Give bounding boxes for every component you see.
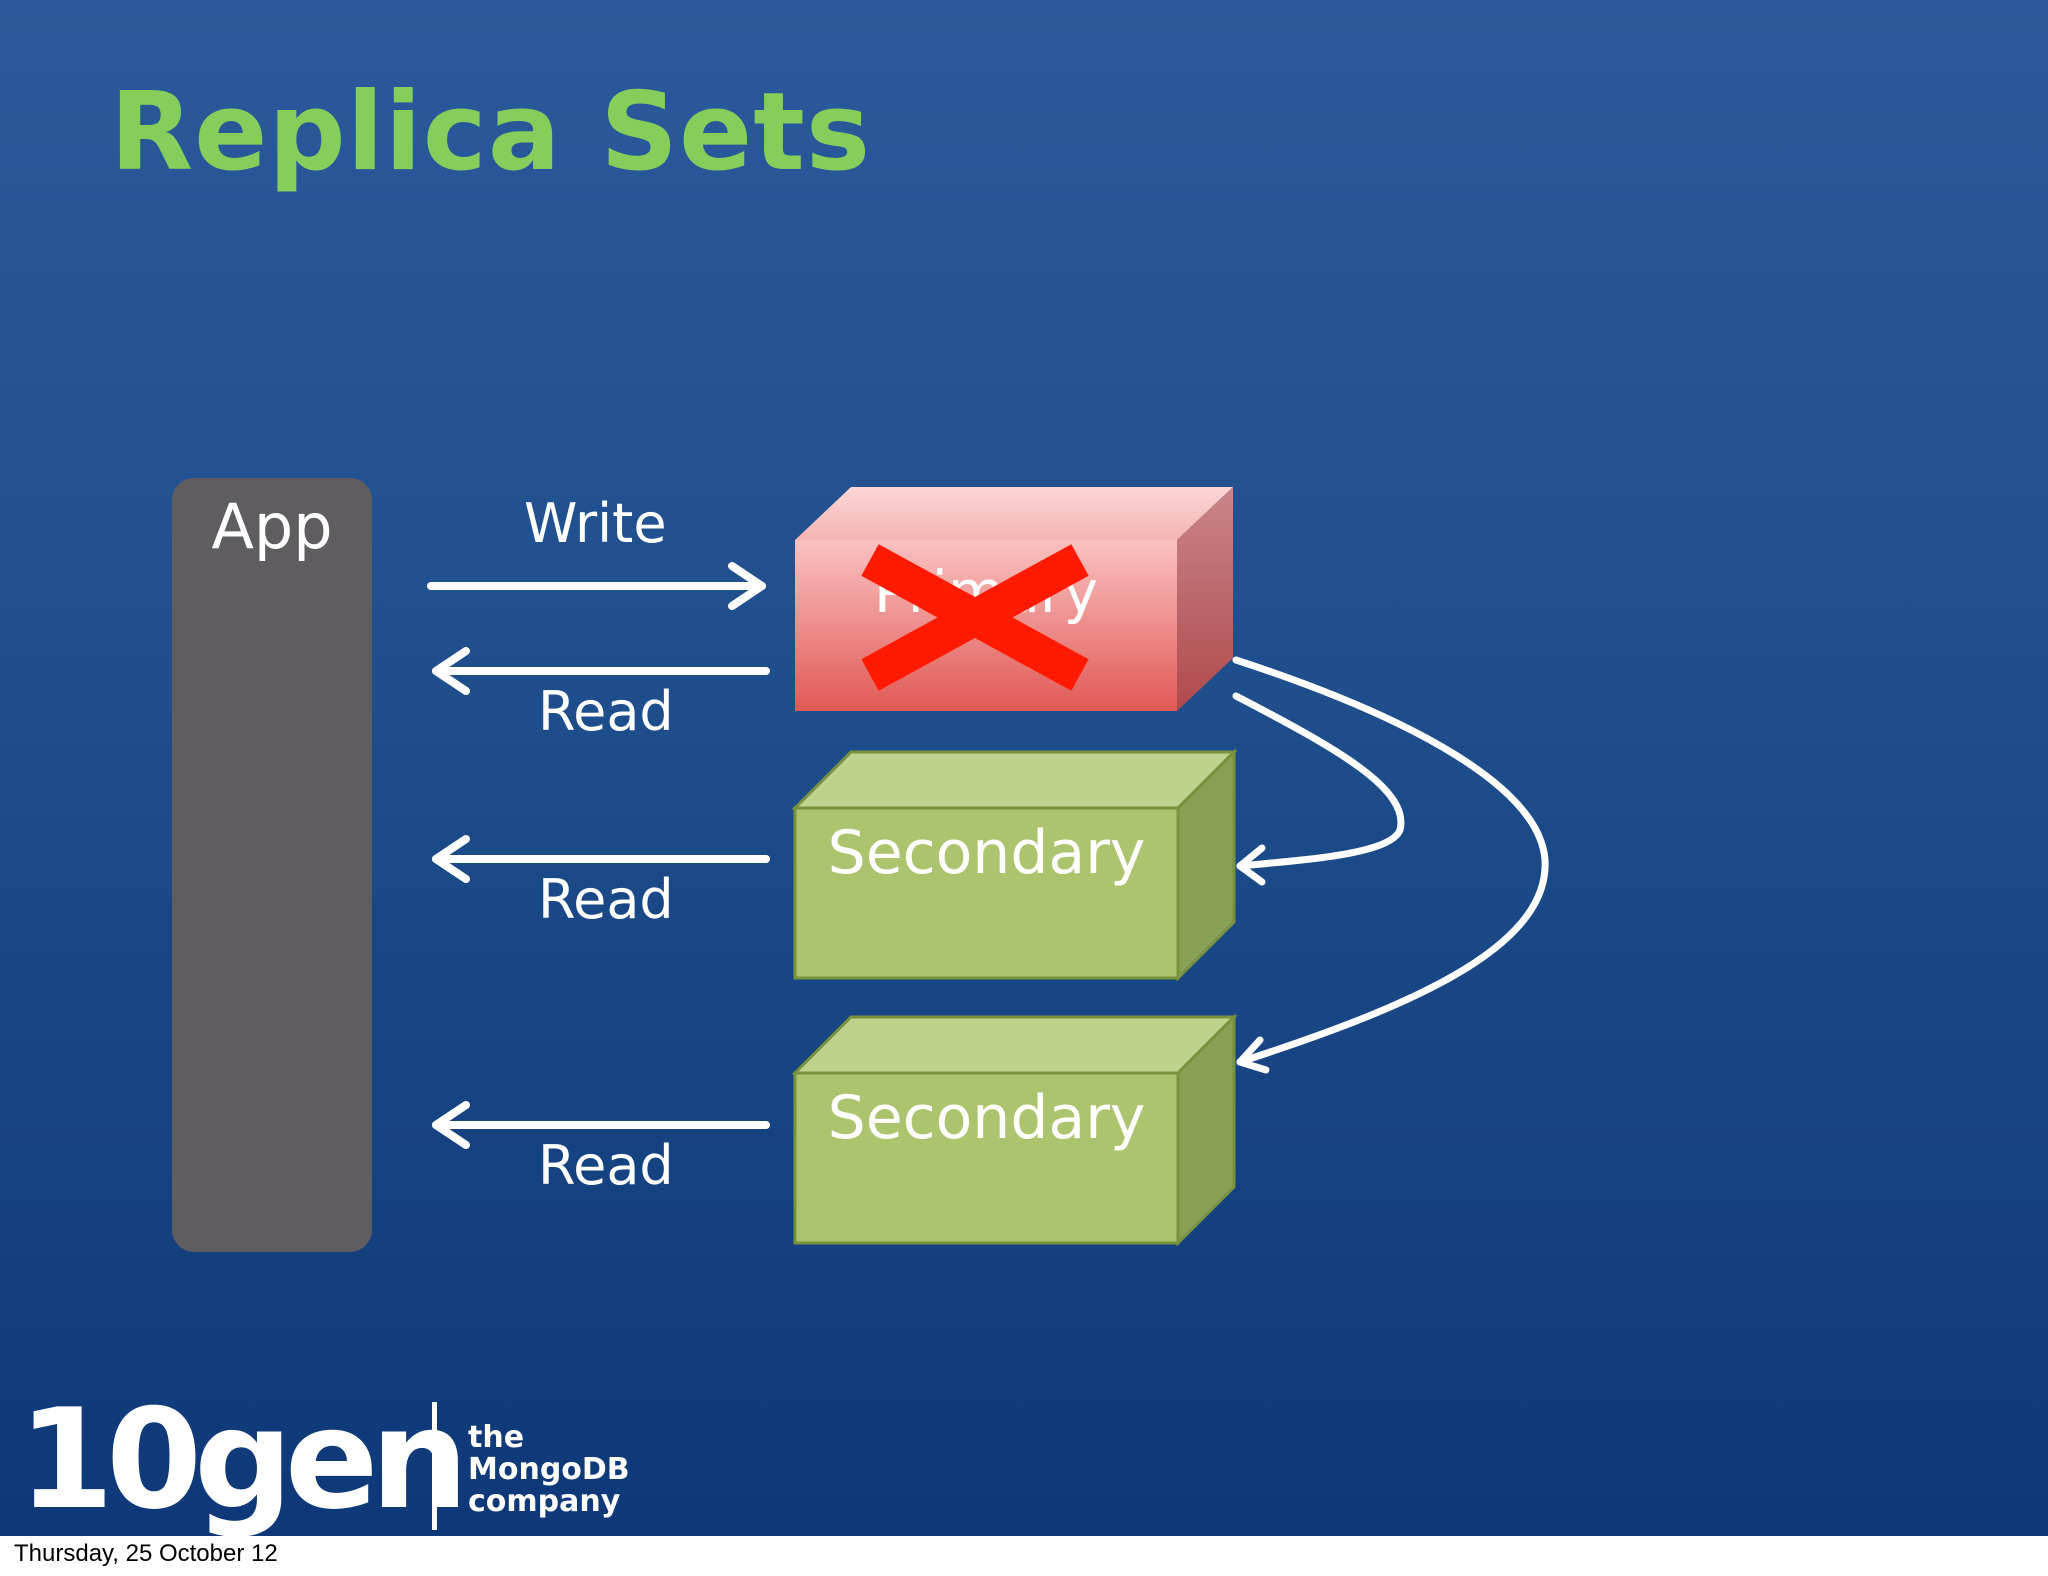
logo-divider — [432, 1402, 437, 1530]
failure-x-mark — [861, 544, 1089, 691]
primary-box-side — [1177, 487, 1233, 711]
secondary-box-1-top — [791, 750, 1238, 810]
slide-title: Replica Sets — [110, 70, 872, 195]
logo-tagline-line-3: company — [468, 1484, 621, 1519]
logo-tagline-line-2: MongoDB — [468, 1452, 630, 1487]
secondary-label-1: Secondary — [827, 818, 1146, 888]
read-arrow-primary — [432, 647, 770, 695]
secondary-box-1-front — [793, 806, 1180, 980]
replication-arrow-secondary-1 — [1232, 692, 1405, 886]
app-box: App — [172, 478, 372, 1252]
logo-wordmark: 10gen — [18, 1379, 469, 1536]
write-arrow — [427, 562, 766, 610]
replica-set-diagram: Primary — [427, 487, 1549, 1247]
secondary-label-2: Secondary — [827, 1083, 1146, 1153]
slide: Replica Sets App Primary — [0, 0, 2048, 1536]
logo-tagline-line-1: the — [468, 1420, 525, 1455]
read-label-secondary-2: Read — [538, 1134, 674, 1197]
secondary-box-1 — [791, 748, 1238, 982]
footer-date: Thursday, 25 October 12 — [14, 1540, 278, 1567]
app-label: App — [211, 490, 333, 563]
logo-tagline: the MongoDB company — [468, 1422, 630, 1518]
read-arrow-secondary-2 — [432, 1101, 770, 1149]
secondary-box-2-front — [793, 1071, 1180, 1245]
read-arrow-secondary-1 — [432, 835, 770, 883]
read-label-primary: Read — [538, 680, 674, 743]
primary-box-top — [795, 487, 1233, 540]
read-label-secondary-1: Read — [538, 868, 674, 931]
secondary-box-2-top — [791, 1015, 1238, 1075]
secondary-box-2 — [791, 1013, 1238, 1247]
write-label: Write — [524, 492, 667, 555]
replication-arrow-secondary-2 — [1232, 656, 1549, 1074]
